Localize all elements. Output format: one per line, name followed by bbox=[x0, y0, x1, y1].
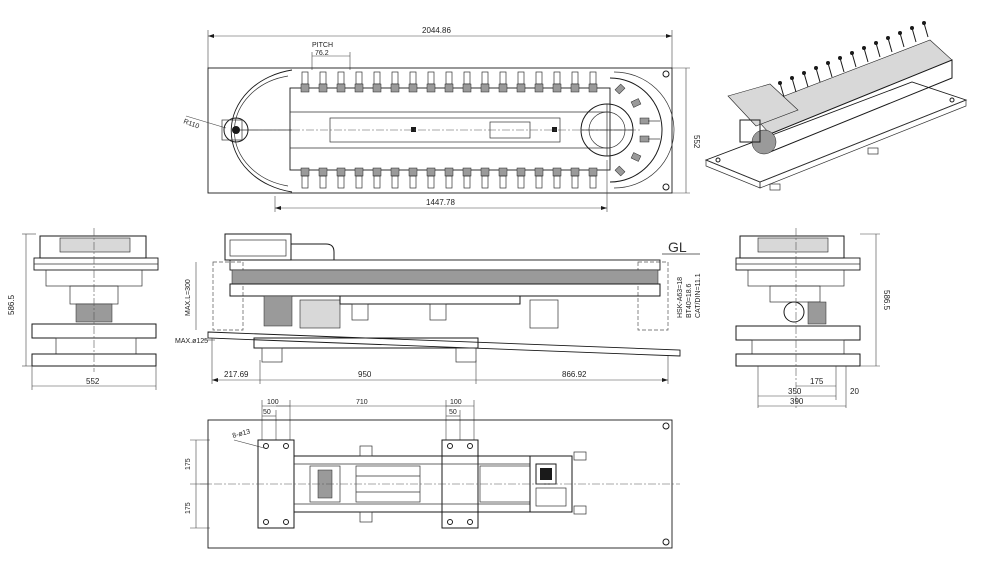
spec-cat: CAT/DIN=11.1 bbox=[695, 273, 702, 318]
dim-front-seg-3: 866.92 bbox=[562, 370, 587, 379]
dim-top-width: 552 bbox=[692, 135, 701, 149]
dim-right-175: 175 bbox=[810, 377, 824, 386]
dim-front-seg-2: 950 bbox=[358, 370, 372, 379]
dim-max-diameter: MAX.ø125 bbox=[175, 338, 208, 345]
dim-bottom-175-bot: 175 bbox=[185, 502, 192, 514]
right-arc-pockets bbox=[614, 83, 660, 177]
top-view: 2044.86 PITCH 76.2 552 R110 bbox=[182, 26, 701, 212]
right-side-view: 586.5 175 350 20 390 bbox=[735, 228, 891, 410]
top-row-pockets bbox=[300, 71, 598, 93]
dim-bottom-50-b: 50 bbox=[449, 409, 457, 416]
spec-hsk: HSK-A63=18 bbox=[677, 277, 684, 318]
dim-bottom-100-a: 100 bbox=[267, 399, 279, 406]
dim-max-length: MAX.L=300 bbox=[185, 279, 192, 316]
dim-pitch-value: 76.2 bbox=[315, 50, 329, 57]
dim-front-seg-1: 217.69 bbox=[224, 370, 249, 379]
dim-right-height: 586.5 bbox=[882, 290, 891, 311]
bottom-plan-view: 100 50 710 100 50 8-ø13 175 175 bbox=[185, 399, 680, 549]
dim-bottom-hole: 8-ø13 bbox=[232, 428, 252, 440]
dim-pitch-label: PITCH bbox=[312, 42, 333, 49]
gl-label: GL bbox=[668, 239, 687, 255]
dim-bottom-100-b: 100 bbox=[450, 399, 462, 406]
dim-center-distance: 1447.78 bbox=[426, 198, 455, 207]
dim-bottom-710: 710 bbox=[356, 399, 368, 406]
bottom-row-pockets bbox=[300, 167, 598, 189]
isometric-view bbox=[704, 21, 968, 191]
left-side-view: 586.5 552 bbox=[7, 228, 159, 390]
dim-left-height: 586.5 bbox=[7, 294, 16, 315]
spec-bt40: BT40=18.6 bbox=[686, 283, 693, 318]
dim-bottom-50-a: 50 bbox=[263, 409, 271, 416]
dim-overall-length: 2044.86 bbox=[422, 26, 451, 35]
dim-left-width: 552 bbox=[86, 377, 100, 386]
dim-right-20: 20 bbox=[850, 387, 859, 396]
dim-radius: R110 bbox=[182, 118, 200, 130]
dim-right-350: 350 bbox=[788, 387, 802, 396]
dim-right-390: 390 bbox=[790, 397, 804, 406]
dim-bottom-175-top: 175 bbox=[185, 458, 192, 470]
front-view: MAX.L=300 MAX.ø125 GL HSK-A63=18 BT40=18… bbox=[175, 233, 702, 384]
